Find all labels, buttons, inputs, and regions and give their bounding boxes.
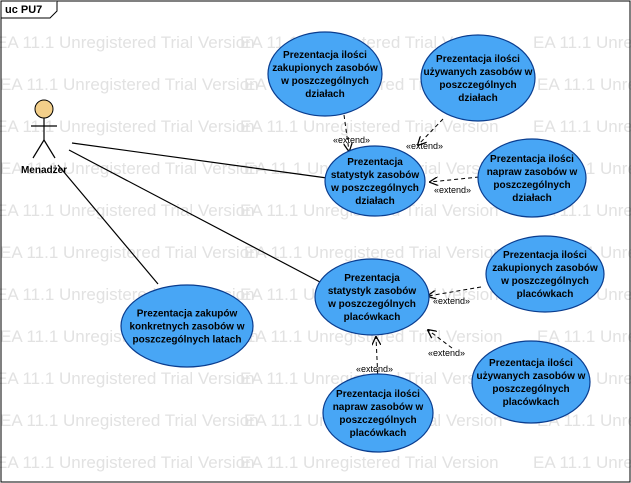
use-case-label-line: zakupionych zasobów bbox=[272, 63, 378, 74]
use-case-ellipse bbox=[322, 373, 434, 453]
use-case-label-line: placówkach bbox=[503, 397, 560, 408]
use-case-label-line: zakupionych zasobów bbox=[492, 263, 598, 274]
watermark-text: EA 11.1 Unregistered Trial Version bbox=[533, 453, 631, 472]
use-case-ellipse bbox=[120, 284, 254, 368]
extend-labels: «extend» «extend» «extend» «extend» «ext… bbox=[333, 135, 471, 374]
extend-arrow bbox=[428, 330, 453, 349]
watermark-text: EA 11.1 Unregistered Trial Version bbox=[0, 75, 259, 94]
watermark-text: EA 11.1 Unregistered Trial Version bbox=[0, 369, 255, 388]
use-case-label-line: poszczególnych bbox=[439, 80, 516, 91]
use-case-label-line: poszczególnych bbox=[493, 180, 570, 191]
extend-label: «extend» bbox=[433, 296, 470, 306]
extend-label: «extend» bbox=[333, 135, 370, 145]
use-case-ellipse bbox=[471, 340, 591, 424]
association-line bbox=[68, 149, 321, 283]
actor-name: Menadżer bbox=[21, 165, 67, 176]
watermark-text: EA 11.1 Unregistered Trial Version bbox=[0, 117, 255, 136]
use-case-label-line: napraw zasobów w bbox=[333, 402, 424, 413]
use-case-label-line: Prezentacja ilości bbox=[336, 389, 420, 400]
use-case-uc-uzyw-plac[interactable]: Prezentacja ilości używanych zasobów w pos… bbox=[471, 340, 591, 424]
use-case-ellipse bbox=[314, 258, 430, 336]
watermark-text: EA 11.1 Unregistered Trial Version bbox=[537, 75, 631, 94]
use-case-label-line: statystyk zasobów bbox=[328, 286, 417, 297]
extend-label: «extend» bbox=[434, 185, 471, 195]
actor-right-leg bbox=[43, 139, 56, 159]
use-case-uc-stat-plac[interactable]: Prezentacja statystyk zasobów w poszczegól… bbox=[314, 258, 430, 336]
use-case-ellipse bbox=[485, 235, 605, 313]
use-case-label-line: Prezentacja ilości bbox=[489, 358, 573, 369]
actor-left-leg bbox=[32, 139, 45, 159]
frame-tab bbox=[1, 1, 58, 19]
frame-label: uc PU7 bbox=[5, 4, 42, 16]
watermark-text: EA 11.1 Unregistered Trial Version bbox=[240, 117, 499, 136]
use-case-label-line: Prezentacja ilości bbox=[283, 50, 367, 61]
extend-label: «extend» bbox=[356, 364, 393, 374]
use-case-uc-zakupow-latach[interactable]: Prezentacja zakupów konkretnych zasobów w… bbox=[120, 284, 254, 368]
use-case-label-line: Prezentacja ilości bbox=[503, 250, 587, 261]
watermark-text: EA 11.1 Unregistered Trial Version bbox=[0, 243, 259, 262]
extend-arrow bbox=[430, 176, 480, 182]
use-case-label-line: działach bbox=[305, 89, 344, 100]
watermark-text: EA 11.1 Unregistered Trial Version bbox=[0, 201, 255, 220]
associations bbox=[57, 142, 328, 285]
use-case-label-line: poszczególnych bbox=[492, 384, 569, 395]
use-case-uc-napraw-dzialy[interactable]: Prezentacja ilości napraw zasobów w poszcz… bbox=[477, 138, 587, 218]
watermark-text: EA 11.1 Unregistered Trial Version bbox=[244, 243, 503, 262]
extend-arrow bbox=[344, 114, 349, 151]
watermark-text: EA 11.1 Unregistered Trial Version bbox=[0, 411, 259, 430]
watermark-text: EA 11.1 Unregistered Trial Version bbox=[0, 453, 255, 472]
use-case-label-line: Prezentacja zakupów bbox=[137, 309, 238, 320]
use-case-label-line: Prezentacja ilości bbox=[436, 54, 520, 65]
watermark-text: EA 11.1 Unregistered Trial Version bbox=[533, 117, 631, 136]
use-case-label-line: używanych zasobów w bbox=[477, 371, 586, 382]
watermark-text: EA 11.1 Unregistered Trial Version bbox=[537, 327, 631, 346]
extend-arrow bbox=[428, 286, 482, 296]
use-case-label-line: działach bbox=[458, 93, 497, 104]
use-case-label-line: w poszczególnych bbox=[330, 183, 419, 194]
use-case-label-line: statystyk zasobów bbox=[331, 170, 420, 181]
actor-menadzer[interactable]: Menadżer bbox=[21, 99, 67, 176]
use-case-label-line: w poszczególnych bbox=[280, 76, 369, 87]
association-line bbox=[71, 142, 328, 179]
use-case-label-line: działach bbox=[512, 193, 551, 204]
use-case-uc-uzyw-dzialy[interactable]: Prezentacja ilości używanych zasobów w pos… bbox=[420, 34, 536, 122]
use-case-label-line: poszczególnych bbox=[339, 415, 416, 426]
actor-head bbox=[34, 99, 54, 119]
use-case-label-line: placówkach bbox=[517, 289, 574, 300]
extend-label: «extend» bbox=[428, 348, 465, 358]
use-case-label-line: działach bbox=[355, 196, 394, 207]
use-case-label-line: placówkach bbox=[350, 428, 407, 439]
watermark-text: EA 11.1 Unregistered Trial Version bbox=[0, 33, 255, 52]
use-case-uc-zakup-plac[interactable]: Prezentacja ilości zakupionych zasobów w p… bbox=[485, 235, 605, 313]
use-case-label-line: poszczególnych latach bbox=[133, 335, 242, 346]
use-case-label-line: używanych zasobów w bbox=[424, 67, 533, 78]
watermark-text: EA 11.1 Unregistered Trial Version bbox=[533, 33, 631, 52]
use-cases: Prezentacja ilości zakupionych zasobów w p… bbox=[120, 31, 605, 453]
use-case-label-line: w poszczególnych bbox=[327, 299, 416, 310]
use-case-label-line: konkretnych zasobów w bbox=[129, 322, 244, 333]
use-case-ellipse bbox=[267, 31, 383, 117]
use-case-uc-stat-dzialy[interactable]: Prezentacja statystyk zasobów w poszczegól… bbox=[324, 145, 426, 217]
use-case-label-line: placówkach bbox=[344, 312, 401, 323]
use-case-ellipse bbox=[420, 34, 536, 122]
use-case-uc-zakup-dzialy[interactable]: Prezentacja ilości zakupionych zasobów w p… bbox=[267, 31, 383, 117]
use-case-uc-napraw-plac[interactable]: Prezentacja ilości napraw zasobów w poszcz… bbox=[322, 373, 434, 453]
association-line bbox=[57, 164, 159, 285]
extend-label: «extend» bbox=[406, 141, 443, 151]
use-case-label-line: Prezentacja bbox=[344, 273, 400, 284]
use-case-label-line: napraw zasobów w bbox=[487, 167, 578, 178]
use-case-ellipse bbox=[477, 138, 587, 218]
watermark-text: EA 11.1 Unregistered Trial Version bbox=[240, 453, 499, 472]
use-case-label-line: Prezentacja ilości bbox=[490, 154, 574, 165]
use-case-ellipse bbox=[324, 145, 426, 217]
use-case-label-line: w poszczególnych bbox=[500, 276, 589, 287]
use-case-label-line: Prezentacja bbox=[347, 157, 403, 168]
extend-arrow bbox=[418, 118, 444, 145]
